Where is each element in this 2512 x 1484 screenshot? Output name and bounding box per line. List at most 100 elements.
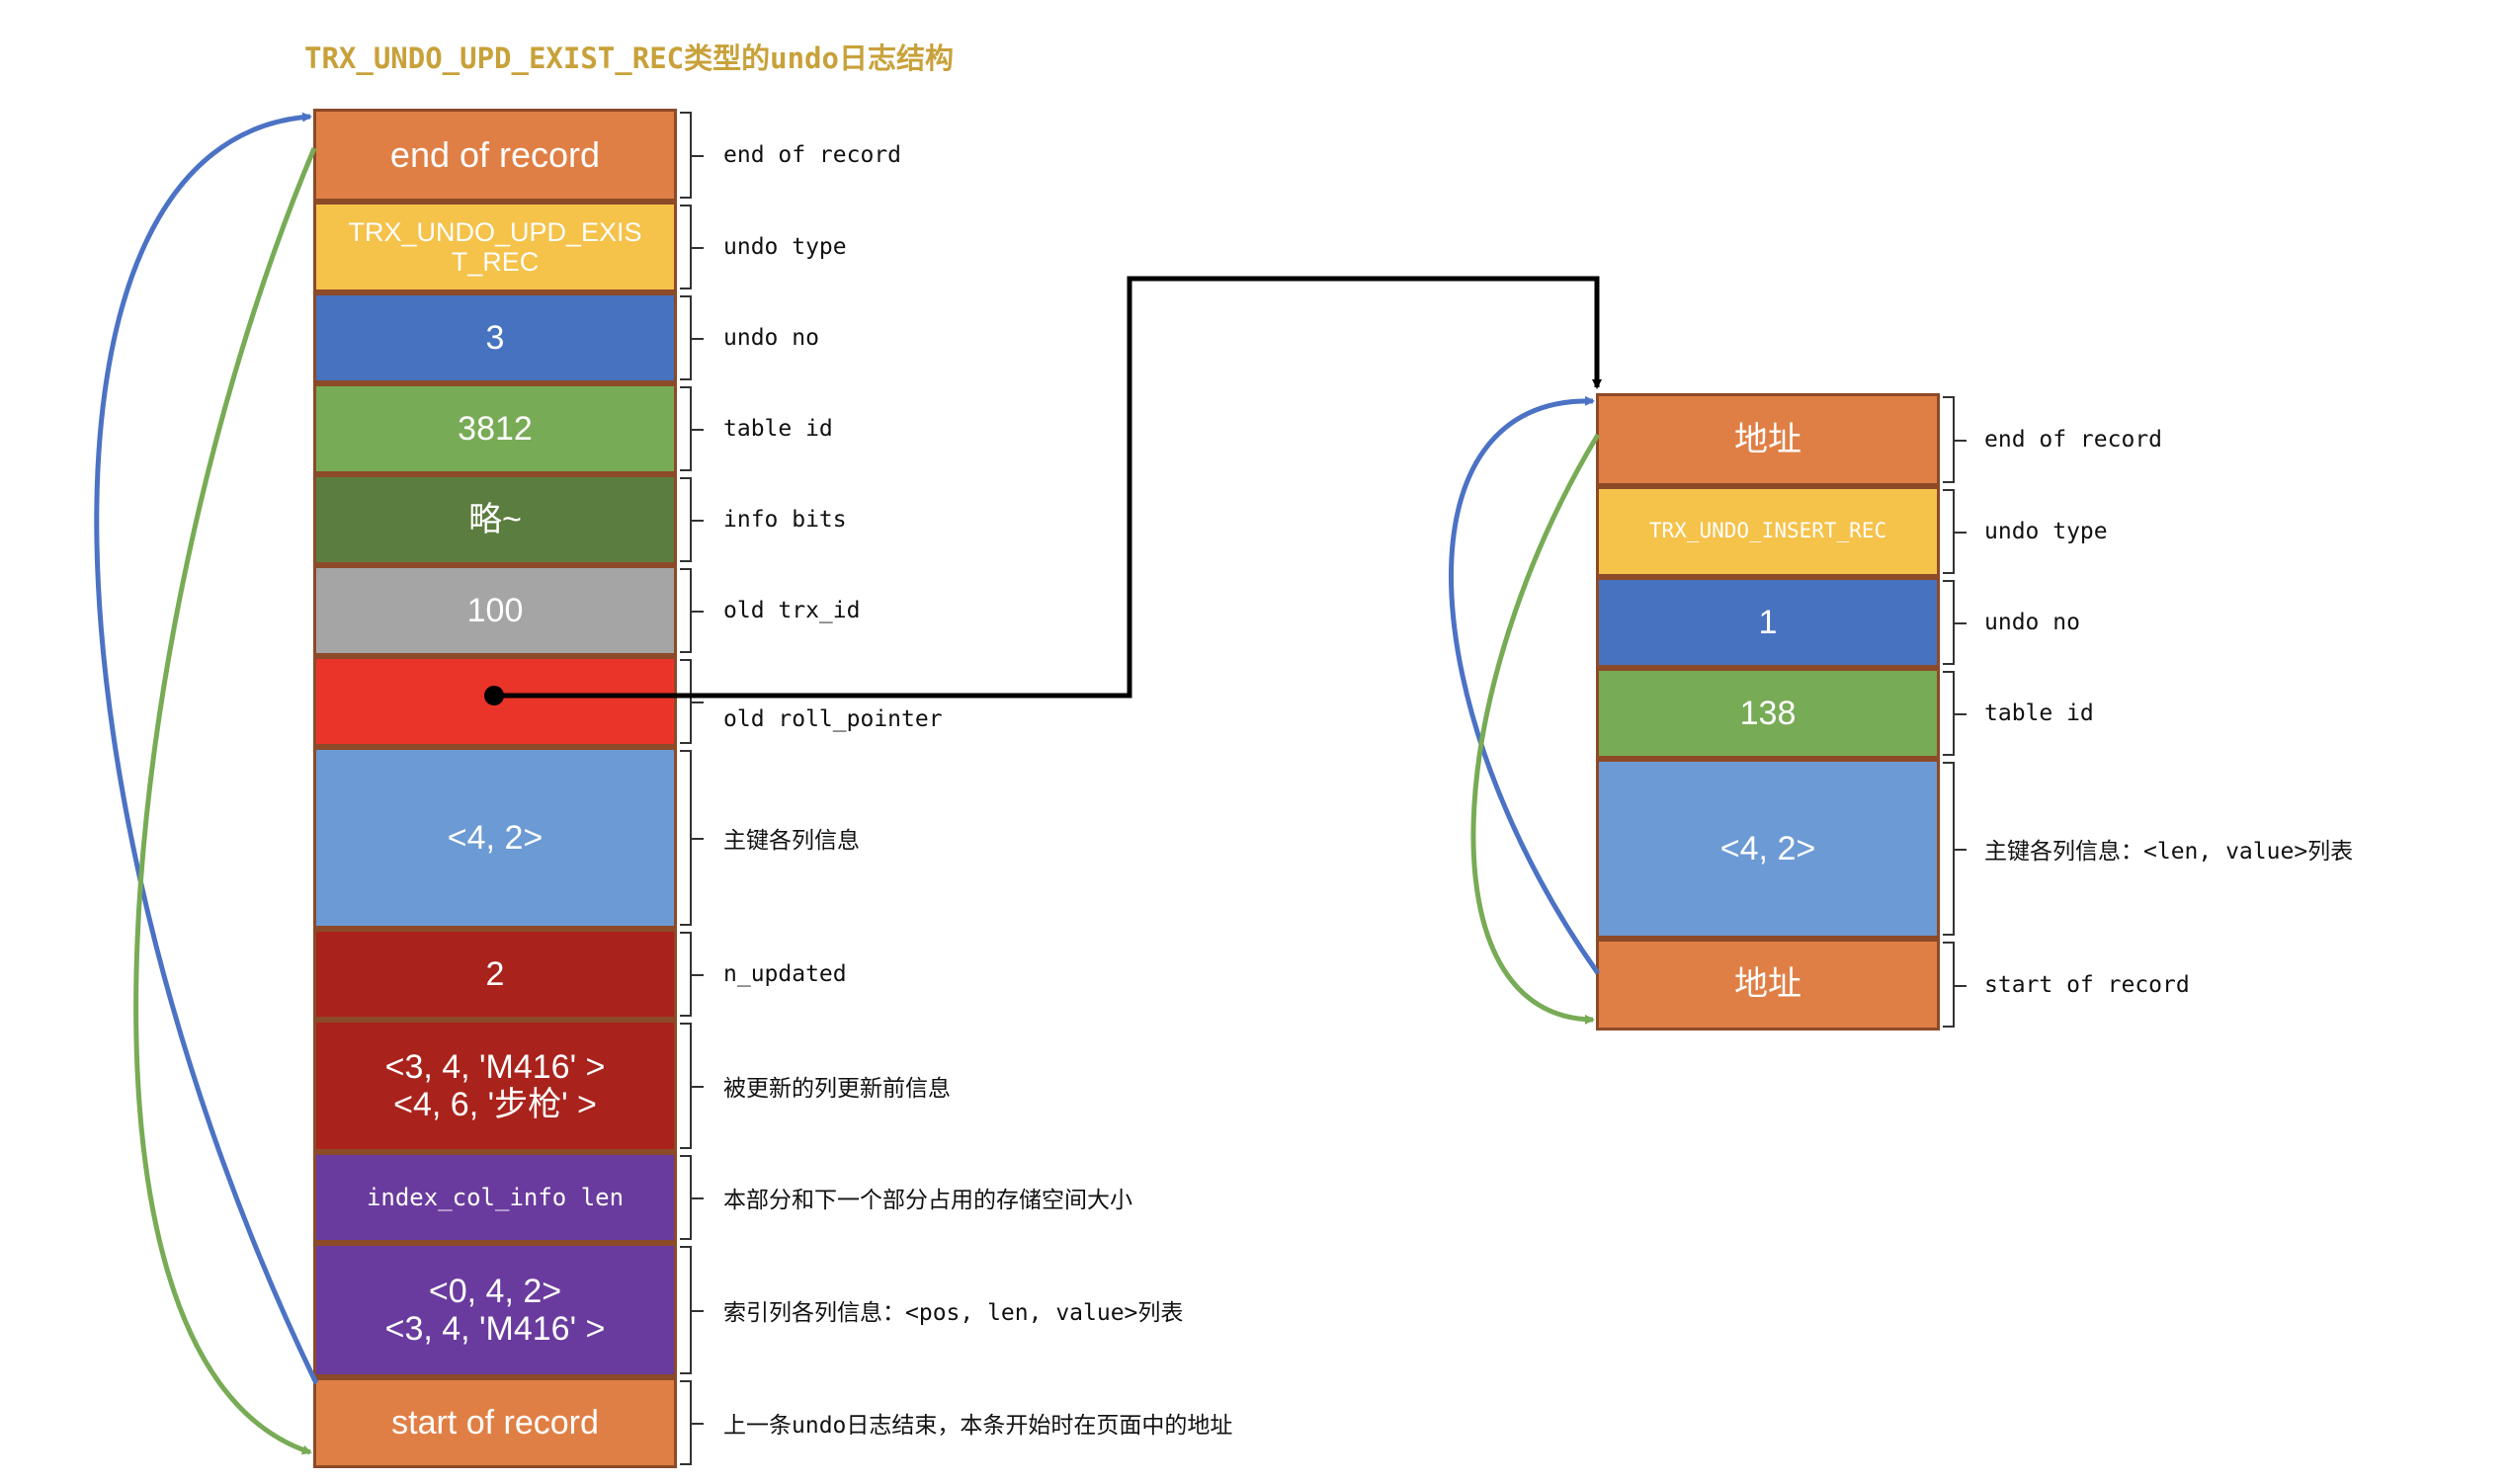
right-field-tick [1955,713,1967,715]
left-field-box: <4, 2> [313,747,677,929]
left-field-label: undo type [723,234,847,260]
left-field-value: 2 [485,954,505,993]
left-field-bracket [680,568,692,653]
right-field-box: 1 [1596,577,1940,668]
left-field-bracket [680,477,692,562]
right-field-value: 138 [1739,694,1797,732]
right-field-box: 地址 [1596,393,1940,486]
right-field-tick [1955,849,1967,851]
left-field-label: 被更新的列更新前信息 [723,1076,951,1102]
right-field-bracket [1943,762,1955,936]
right-field-tick [1955,440,1967,442]
roll-pointer-arrow [494,276,1602,699]
left-field-bracket [680,1155,692,1240]
left-field-bracket [680,205,692,289]
left-field-tick [692,838,704,840]
left-field-label: undo no [723,325,819,351]
left-field-label: table id [723,416,833,442]
right-field-label: end of record [1984,427,2163,453]
left-field-bracket [680,1023,692,1149]
left-field-value: T_REC [451,247,540,277]
left-field-box: <3, 4, 'M416' ><4, 6, '步枪' > [313,1020,677,1152]
right-field-label: table id [1984,701,2094,726]
right-field-tick [1955,622,1967,624]
left-field-label: old trx_id [723,598,861,623]
right-field-value: 1 [1758,603,1778,641]
left-field-label: 上一条undo日志结束，本条开始时在页面中的地址 [723,1413,1233,1439]
right-field-box: 138 [1596,668,1940,759]
left-blue-link-arrow [94,112,319,1385]
left-field-value: 略~ [468,500,522,538]
left-field-box: index_col_info len [313,1152,677,1243]
left-field-tick [692,1423,704,1425]
left-field-value: start of record [391,1403,599,1442]
right-field-bracket [1943,942,1955,1028]
left-field-label: old roll_pointer [723,706,943,732]
left-field-value: index_col_info len [366,1183,625,1211]
left-field-bracket [680,1246,692,1374]
right-field-bracket [1943,671,1955,756]
left-field-bracket [680,112,692,199]
left-field-box: 2 [313,929,677,1020]
left-field-tick [692,429,704,431]
left-field-bracket [680,386,692,471]
left-field-tick [692,611,704,613]
left-field-tick [692,520,704,522]
left-field-value: 3 [485,318,505,357]
right-blue-link-arrow [1449,395,1601,975]
right-green-link-arrow [1470,433,1601,1025]
left-field-bracket [680,295,692,380]
left-field-tick [692,974,704,976]
left-field-tick [692,1197,704,1199]
right-field-box: TRX_UNDO_INSERT_REC [1596,486,1940,577]
left-field-tick [692,155,704,157]
right-field-tick [1955,532,1967,534]
left-field-bracket [680,1380,692,1465]
left-field-label: 索引列各列信息：<pos, len, value>列表 [723,1300,1184,1326]
left-field-value: TRX_UNDO_UPD_EXIS [348,216,642,247]
right-field-bracket [1943,489,1955,574]
right-field-value: 地址 [1734,965,1801,1004]
left-field-value: 100 [466,591,524,629]
left-field-value: 3812 [458,409,533,448]
left-field-label: info bits [723,507,847,533]
left-field-value: <4, 6, '步枪' > [393,1086,597,1123]
left-field-label: 本部分和下一个部分占用的存储空间大小 [723,1188,1132,1213]
left-field-tick [692,338,704,340]
left-field-box: 3812 [313,383,677,474]
left-field-label: end of record [723,142,902,168]
left-field-box: end of record [313,109,677,202]
left-field-bracket [680,659,692,744]
left-field-bracket [680,932,692,1017]
diagram-title: TRX_UNDO_UPD_EXIST_REC类型的undo日志结构 [304,41,954,75]
left-field-value: <3, 4, 'M416' > [384,1047,606,1086]
right-field-label: undo type [1984,519,2108,544]
right-field-box: 地址 [1596,939,1940,1031]
left-field-tick [692,1086,704,1088]
right-field-tick [1955,984,1967,987]
left-field-box: 略~ [313,474,677,565]
right-field-box: <4, 2> [1596,759,1940,939]
left-green-link-arrow [133,147,317,1455]
left-field-box: start of record [313,1377,677,1468]
left-field-value: <0, 4, 2> [428,1272,562,1310]
left-field-value: <3, 4, 'M416' > [384,1310,606,1348]
left-field-label: n_updated [723,961,847,987]
right-field-label: undo no [1984,610,2080,635]
right-field-bracket [1943,580,1955,665]
left-field-value: <4, 2> [447,818,544,857]
right-field-bracket [1943,396,1955,483]
left-field-label: 主键各列信息 [723,828,860,854]
right-field-value: <4, 2> [1719,829,1816,867]
right-field-value: TRX_UNDO_INSERT_REC [1648,519,1887,543]
left-field-tick [692,701,704,703]
left-field-box: 100 [313,565,677,656]
left-field-value: end of record [389,133,601,175]
right-field-label: start of record [1984,971,2190,998]
left-field-box: <0, 4, 2><3, 4, 'M416' > [313,1243,677,1377]
left-field-tick [692,1310,704,1312]
left-field-box: 3 [313,292,677,383]
right-field-label: 主键各列信息：<len, value>列表 [1984,839,2354,865]
